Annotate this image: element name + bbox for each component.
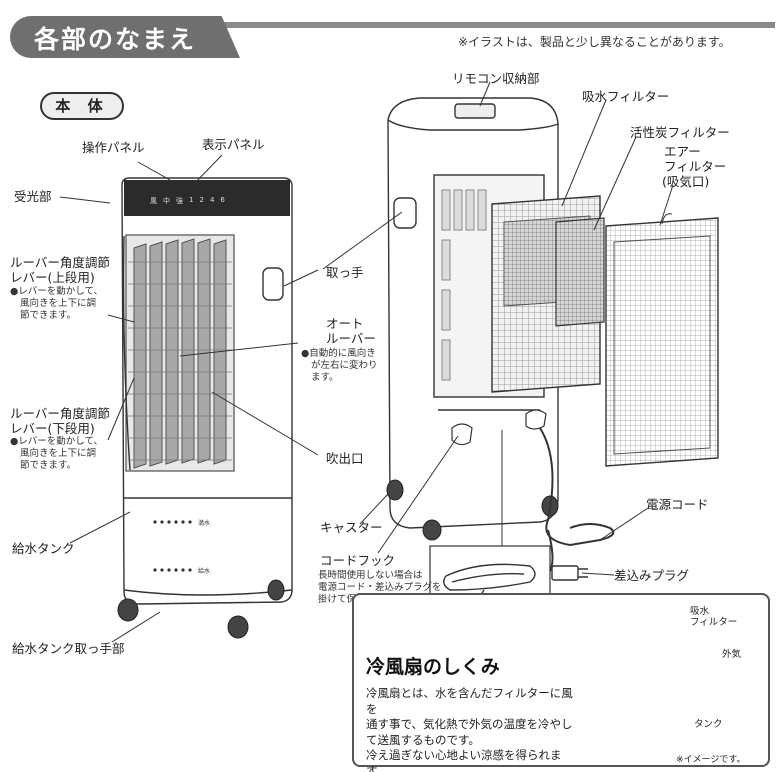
header-rule bbox=[200, 22, 775, 28]
upper-lever-note: ●レバーを動かして、 風向きを上下に調 節できます。 bbox=[10, 286, 104, 321]
label-water-tank: 給水タンク bbox=[12, 541, 75, 556]
diagram-label-filter-1: 吸水 bbox=[690, 606, 710, 617]
label-water-filter: 吸水フィルター bbox=[582, 89, 670, 104]
louver-slats bbox=[128, 261, 232, 461]
side-handle-front bbox=[262, 267, 284, 301]
label-carbon-filter: 活性炭フィルター bbox=[630, 125, 730, 140]
mechanism-panel bbox=[352, 593, 770, 767]
label-air-filter-1: エアー bbox=[664, 144, 701, 159]
tank-level-dots bbox=[153, 520, 192, 572]
diagram-label-outside-air: 外気 bbox=[722, 649, 742, 660]
label-control-panel: 操作パネル bbox=[82, 140, 145, 155]
label-remote-storage: リモコン収納部 bbox=[452, 71, 540, 86]
auto-louver-note: ●自動的に風向き が左右に変わり ます。 bbox=[301, 348, 378, 383]
rear-casters bbox=[386, 479, 559, 541]
disclaimer-note: ※イラストは、製品と少し異なることがあります。 bbox=[458, 35, 731, 49]
label-air-filter-3: (吸気口) bbox=[662, 174, 710, 189]
plug-art bbox=[551, 565, 579, 581]
label-display-panel: 表示パネル bbox=[202, 137, 265, 152]
diagram-label-tank: タンク bbox=[694, 719, 723, 730]
label-auto-louver-2: ルーバー bbox=[326, 331, 376, 346]
rear-leader-lines bbox=[322, 81, 674, 576]
label-lower-lever-1: ルーバー角度調節 bbox=[10, 406, 110, 421]
diagram-image-note: ※イメージです。 bbox=[676, 755, 746, 765]
label-air-filter-2: フィルター bbox=[664, 159, 727, 174]
main-unit-badge: 本 体 bbox=[40, 92, 124, 120]
lower-lever-note: ●レバーを動かして、 風向きを上下に調 節できます。 bbox=[10, 436, 104, 471]
title-tab bbox=[10, 16, 240, 58]
label-receiver: 受光部 bbox=[14, 189, 52, 204]
label-handle: 取っ手 bbox=[326, 265, 364, 280]
cord-hooks bbox=[451, 409, 547, 446]
label-caster: キャスター bbox=[320, 520, 383, 535]
label-upper-lever-1: ルーバー角度調節 bbox=[10, 255, 110, 270]
front-casters bbox=[117, 579, 285, 639]
label-power-cord: 電源コード bbox=[646, 497, 709, 512]
louver-blades bbox=[133, 238, 227, 469]
label-lower-lever-2: レバー(下段用) bbox=[10, 421, 95, 436]
label-outlet: 吹出口 bbox=[326, 451, 364, 466]
label-auto-louver-1: オート bbox=[326, 316, 364, 331]
mechanism-body: 冷風扇とは、水を含んだフィルターに風を 通す事で、気化熱で外気の温度を冷やし て… bbox=[366, 686, 573, 772]
label-tank-handle: 給水タンク取っ手部 bbox=[12, 641, 125, 656]
tank-mark-supply: 給水 bbox=[198, 568, 211, 575]
tank-mark-full: 満水 bbox=[198, 520, 211, 527]
mechanism-title: 冷風扇のしくみ bbox=[366, 656, 500, 678]
label-plug: 差込みプラグ bbox=[614, 568, 690, 583]
carbon-filter-art bbox=[555, 217, 605, 327]
air-filter-art bbox=[605, 213, 719, 467]
power-cord-art bbox=[539, 427, 615, 547]
label-cord-hook: コードフック bbox=[320, 553, 396, 568]
label-upper-lever-2: レバー(上段用) bbox=[10, 270, 95, 285]
front-leader-lines bbox=[59, 154, 319, 643]
diagram-label-filter-2: フィルター bbox=[690, 617, 738, 628]
page-title: 各部のなまえ bbox=[34, 25, 197, 54]
